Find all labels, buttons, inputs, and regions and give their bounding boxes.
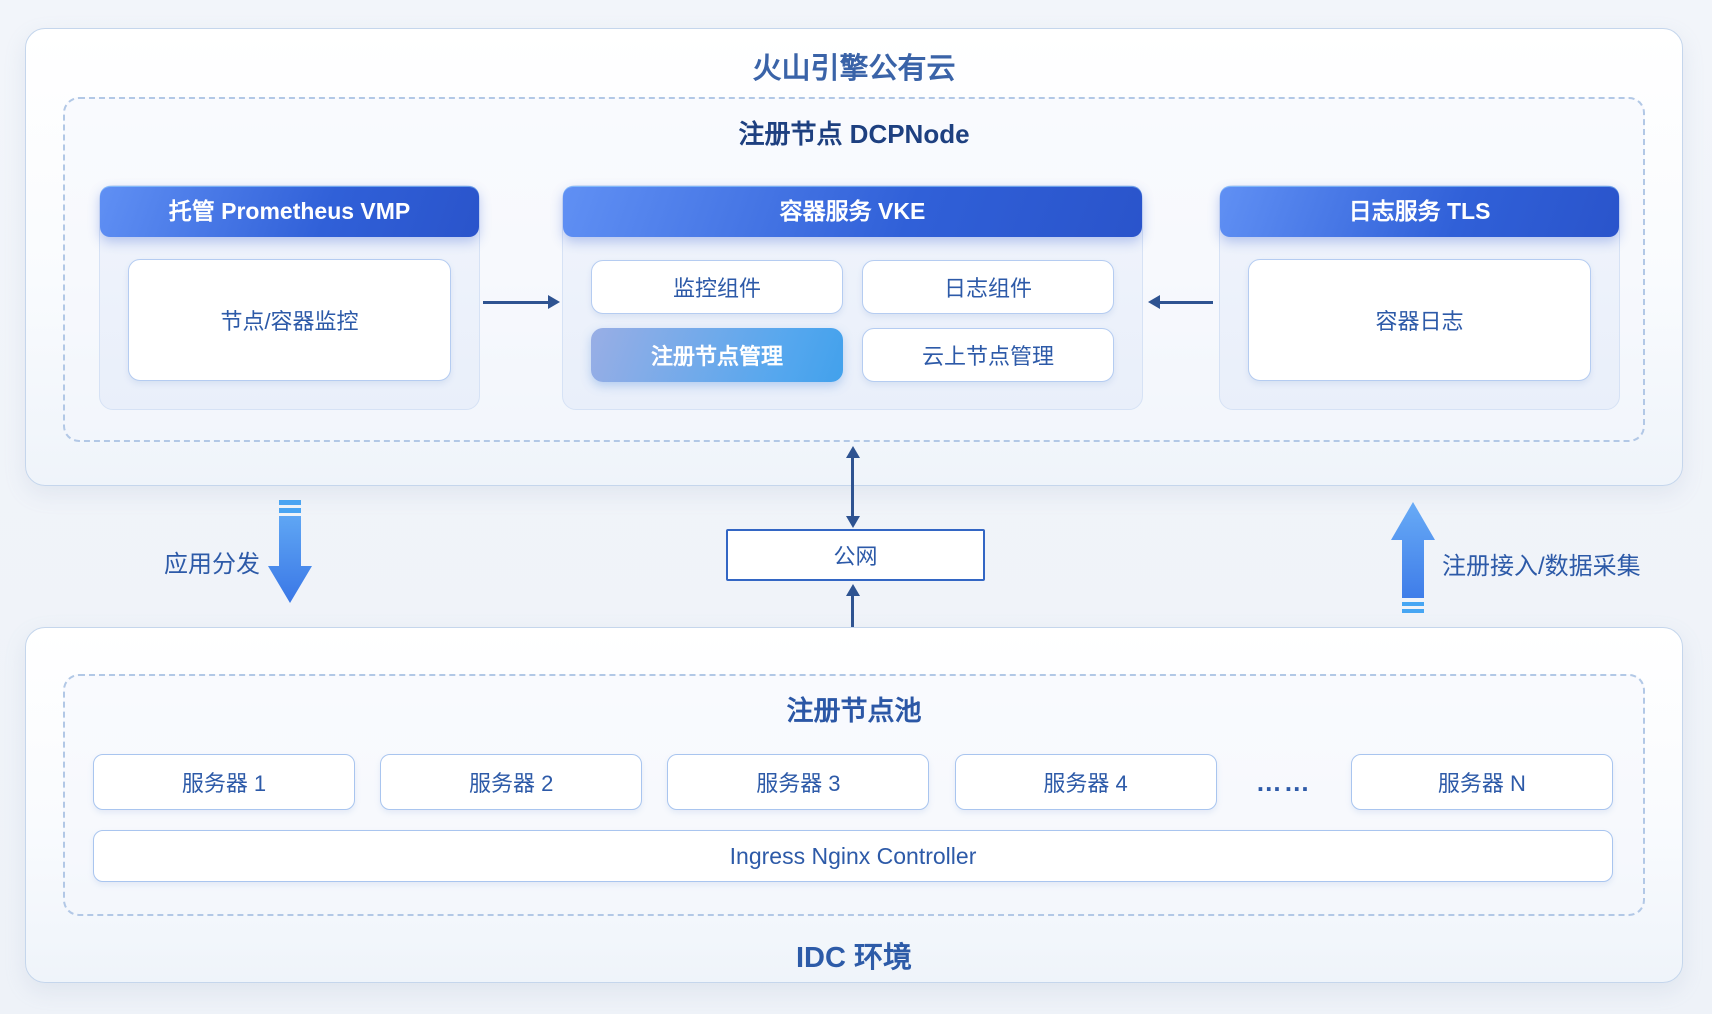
server-n: 服务器 N (1350, 754, 1613, 810)
down-arrow-icon (267, 500, 313, 609)
app-distribution-label: 应用分发 (164, 551, 260, 578)
vmp-monitoring-card: 节点/容器监控 (128, 259, 451, 381)
server-row: 服务器 1 服务器 2 服务器 3 服务器 4 …… 服务器 N (93, 754, 1613, 810)
vke-card-registered-node-mgmt: 注册节点管理 (591, 328, 843, 382)
idc-title: IDC 环境 (795, 942, 912, 974)
server-3: 服务器 3 (667, 754, 930, 810)
node-pool-group: 注册节点池 服务器 1 服务器 2 服务器 3 服务器 4 …… 服务器 N I… (63, 674, 1645, 916)
arrow-tls-to-vke-icon (1148, 295, 1213, 309)
arrow-vmp-to-vke-icon (483, 295, 560, 309)
vke-card-monitoring: 监控组件 (591, 260, 843, 314)
public-network-node: 公网 (726, 529, 985, 581)
vmp-header: 托管 Prometheus VMP (100, 186, 479, 237)
tls-panel: 日志服务 TLS 容器日志 (1219, 185, 1620, 410)
node-pool-title: 注册节点池 (786, 696, 922, 726)
up-arrow-icon (1390, 502, 1436, 619)
idc-box: 注册节点池 服务器 1 服务器 2 服务器 3 服务器 4 …… 服务器 N I… (25, 627, 1683, 983)
public-cloud-title: 火山引擎公有云 (752, 53, 956, 85)
vmp-panel: 托管 Prometheus VMP 节点/容器监控 (99, 185, 480, 410)
server-4: 服务器 4 (954, 754, 1217, 810)
public-cloud-box: 火山引擎公有云 注册节点 DCPNode 托管 Prometheus VMP 节… (25, 28, 1683, 486)
vke-card-grid: 监控组件 日志组件 注册节点管理 云上节点管理 (591, 260, 1114, 382)
arrow-cloud-publicnet-icon (845, 446, 860, 528)
tls-header: 日志服务 TLS (1220, 186, 1619, 237)
server-1: 服务器 1 (93, 754, 355, 810)
ellipsis-label: …… (1255, 766, 1312, 797)
vke-panel: 容器服务 VKE 监控组件 日志组件 注册节点管理 云上节点管理 (562, 185, 1143, 410)
dcpnode-title: 注册节点 DCPNode (738, 119, 970, 149)
tls-container-log-card: 容器日志 (1248, 259, 1591, 381)
ingress-nginx-controller: Ingress Nginx Controller (93, 830, 1613, 882)
vke-card-cloud-node-mgmt: 云上节点管理 (862, 328, 1114, 382)
server-2: 服务器 2 (380, 754, 643, 810)
vke-card-logging: 日志组件 (862, 260, 1114, 314)
vke-header: 容器服务 VKE (563, 186, 1142, 237)
register-access-label: 注册接入/数据采集 (1442, 553, 1641, 580)
dcpnode-group: 注册节点 DCPNode 托管 Prometheus VMP 节点/容器监控 容… (63, 97, 1645, 442)
